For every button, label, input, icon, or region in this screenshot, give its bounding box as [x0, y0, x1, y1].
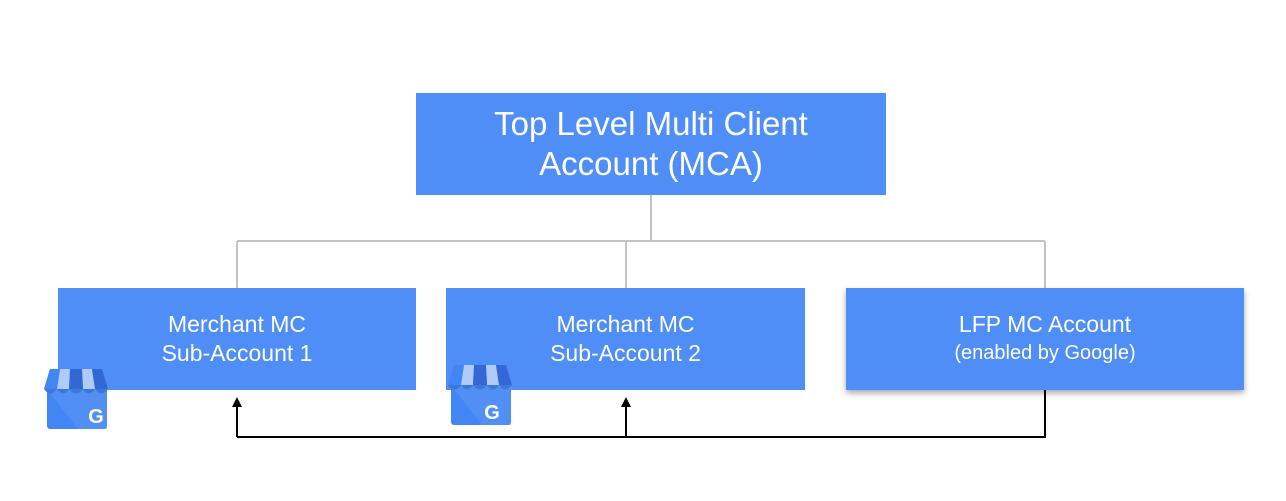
sub-account-1-line2: Sub-Account 1 [161, 340, 313, 366]
merchant-sub-account-1-box: Merchant MC Sub-Account 1 [58, 288, 416, 390]
data-flow-arrows [232, 390, 1046, 438]
lfp-account-line2: (enabled by Google) [954, 342, 1136, 364]
sub-account-2-line2: Sub-Account 2 [550, 340, 701, 366]
lfp-mc-account-box: LFP MC Account (enabled by Google) [846, 288, 1244, 390]
lfp-account-line1: LFP MC Account [958, 311, 1132, 337]
top-level-mca-box: Top Level Multi Client Account (MCA) [416, 93, 886, 195]
google-my-business-icon: G [44, 369, 108, 429]
svg-text:G: G [88, 406, 104, 428]
top-level-mca-line1: Top Level Multi Client [494, 105, 808, 142]
hierarchy-lines [236, 195, 1046, 288]
top-level-mca-line2: Account (MCA) [539, 145, 763, 182]
google-my-business-icon: G [448, 365, 512, 425]
svg-text:G: G [484, 402, 500, 424]
merchant-sub-account-2-box: Merchant MC Sub-Account 2 [446, 288, 805, 390]
sub-account-2-line1: Merchant MC [556, 311, 695, 337]
sub-account-1-line1: Merchant MC [167, 311, 307, 337]
